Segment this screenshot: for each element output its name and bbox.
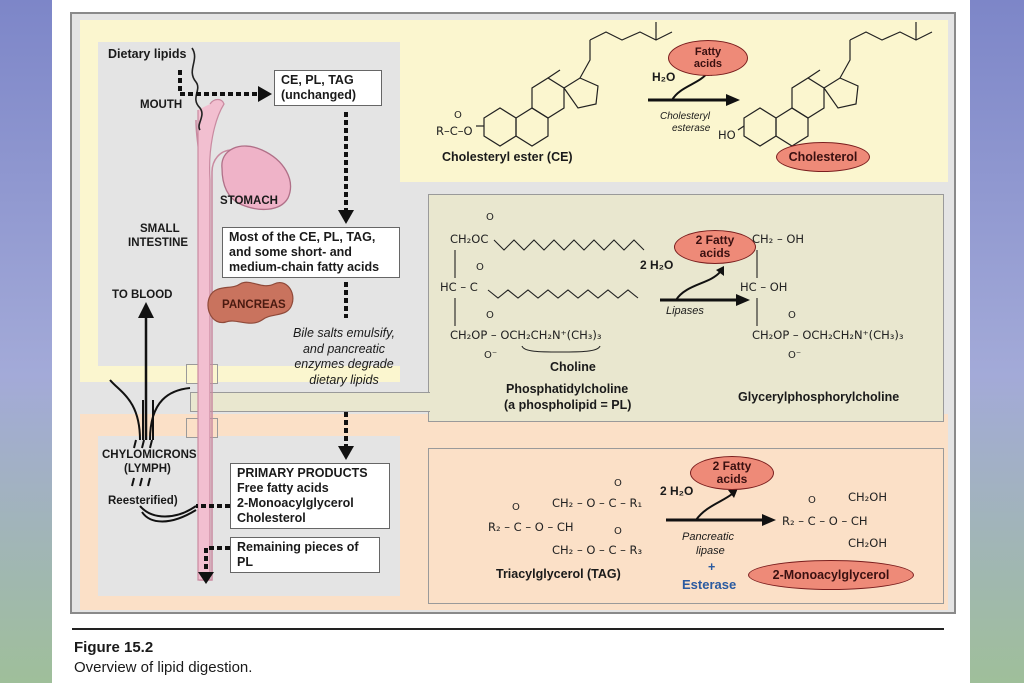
phosphatidylcholine-structure [454, 239, 645, 353]
pancreas-label: PANCREAS [222, 299, 286, 311]
ce-enzyme-1: Cholesteryl [660, 111, 711, 122]
to-blood-label: TO BLOOD [112, 289, 173, 301]
tag-esterase: Esterase [682, 577, 737, 592]
pl-o-4: O [788, 310, 796, 321]
tag-q1: CH₂OH [848, 490, 887, 504]
bile-line-4: dietary lipids [309, 372, 379, 387]
ce-ester-rco: R–C–O [436, 124, 473, 138]
small-intestine-label-2: INTESTINE [128, 237, 189, 249]
pl-substrate-1: Phosphatidylcholine [506, 382, 629, 396]
primary-line-2: Free fatty acids [237, 481, 329, 495]
pl-fatty-1: 2 Fatty [695, 233, 735, 247]
tag-s2: R₂ – C – O – CH [488, 520, 574, 534]
pl-o-1: O [486, 212, 494, 223]
tag-enzyme-2: lipase [696, 545, 725, 557]
unchanged-lipids-box: CE, PL, TAG (unchanged) [274, 70, 382, 106]
stomach-shape [221, 145, 292, 210]
ce-enzyme-2: esterase [672, 123, 711, 134]
unchanged-line-1: CE, PL, TAG [281, 73, 354, 87]
cholesterol-oval: Cholesterol [776, 142, 870, 172]
tag-s3: CH₂ – O – C – R₃ [552, 543, 643, 557]
cholesterol-label: Cholesterol [788, 150, 858, 164]
primary-line-4: Cholesterol [237, 511, 306, 525]
ce-water-label: H₂O [652, 70, 676, 84]
pl-fatty-acids-oval: 2 Fatty acids [674, 230, 756, 264]
chylomicrons-label: CHYLOMICRONS [102, 449, 197, 461]
primary-products-box: PRIMARY PRODUCTS Free fatty acids 2-Mono… [230, 463, 390, 529]
pl-fatty-2: acids [699, 246, 731, 260]
caption-rule [72, 628, 944, 630]
cholesterol-ho: HO [718, 128, 736, 142]
tag-fatty-2: acids [716, 472, 748, 486]
remaining-line-1: Remaining pieces of [237, 540, 359, 554]
degrade-line-2: and some short- and [229, 245, 352, 259]
tag-product-label: 2-Monoacylglycerol [772, 568, 890, 582]
ce-substrate-label: Cholesteryl ester (CE) [442, 150, 573, 164]
tag-enzyme-1: Pancreatic [682, 531, 734, 543]
pl-substrate-2: (a phospholipid = PL) [504, 398, 632, 412]
bile-line-3: enzymes degrade [294, 357, 394, 371]
tag-q3: CH₂OH [848, 536, 887, 550]
tag-o-2: O [512, 502, 520, 513]
tag-fatty-acids-oval: 2 Fatty acids [690, 456, 774, 490]
remaining-pl-box: Remaining pieces of PL [230, 537, 380, 573]
pl-r2: HC – C [440, 280, 478, 294]
esophagus [197, 98, 225, 581]
pl-p3: CH₂OP – OCH₂CH₂N⁺(CH₃)₃ [752, 328, 904, 342]
pl-enzyme-label: Lipases [666, 305, 704, 317]
pl-r1: CH₂OC [450, 232, 489, 246]
degrade-line-1: Most of the CE, PL, TAG, [229, 230, 376, 244]
stomach-label: STOMACH [220, 195, 278, 207]
pl-ominus-2: O⁻ [788, 350, 802, 361]
phospholipid-panel [428, 194, 944, 422]
figure-title: Figure 15.2 [74, 639, 154, 656]
pl-p2: HC – OH [740, 280, 788, 294]
bile-line-1: Bile salts emulsify, [293, 326, 395, 340]
primary-line-1: PRIMARY PRODUCTS [237, 466, 368, 480]
left-side-bar [0, 0, 52, 683]
tag-fatty-1: 2 Fatty [712, 459, 752, 473]
reesterified-label: Reesterified) [108, 495, 178, 507]
tag-plus: + [708, 560, 716, 574]
cholesterol-structure [737, 22, 933, 147]
pl-o-2: O [476, 262, 484, 273]
degrade-line-3: medium-chain fatty acids [229, 260, 380, 274]
olive-connector-tab [190, 392, 430, 412]
tag-o-3: O [614, 526, 622, 537]
bile-salts-text: Bile salts emulsify, and pancreatic enzy… [270, 326, 418, 388]
tag-o-1: O [614, 478, 622, 489]
pl-ominus: O⁻ [484, 350, 498, 361]
small-intestine-label-1: SMALL [140, 223, 180, 235]
bile-line-2: and pancreatic [302, 341, 385, 356]
figure-caption: Overview of lipid digestion. [74, 659, 253, 676]
cholesteryl-ester-structure [476, 22, 673, 147]
remaining-line-2: PL [237, 555, 253, 569]
monoacylglycerol-oval: 2-Monoacylglycerol [748, 560, 914, 590]
primary-line-3: 2-Monoacylglycerol [237, 496, 354, 510]
ce-fatty-1: Fatty [694, 46, 722, 58]
dietary-lipids-label: Dietary lipids [108, 47, 187, 61]
pl-r3: CH₂OP – OCH₂CH₂N⁺(CH₃)₃ [450, 328, 602, 342]
lymph-label: (LYMPH) [124, 463, 171, 475]
pl-p1: CH₂ – OH [752, 232, 805, 246]
pancreas-shape [207, 281, 294, 324]
right-side-bar [970, 0, 1024, 683]
unchanged-line-2: (unchanged) [281, 88, 356, 102]
tag-s1: CH₂ – O – C – R₁ [552, 496, 643, 510]
pl-product-label: Glycerylphosphorylcholine [738, 390, 900, 404]
tag-q2: R₂ – C – O – CH [782, 514, 868, 528]
mouth-label: MOUTH [140, 99, 183, 111]
tag-o-4: O [808, 495, 816, 506]
tag-water-label: 2 H₂O [660, 484, 694, 498]
ce-ester-o: O [454, 110, 462, 121]
ce-fatty-acids-oval: Fatty acids [668, 40, 748, 76]
degraded-lipids-box: Most of the CE, PL, TAG, and some short-… [222, 227, 400, 278]
pl-water-label: 2 H₂O [640, 258, 674, 272]
tag-substrate-label: Triacylglycerol (TAG) [496, 567, 621, 581]
pl-o-3: O [486, 310, 494, 321]
choline-label: Choline [550, 360, 596, 374]
ce-fatty-2: acids [693, 58, 723, 70]
